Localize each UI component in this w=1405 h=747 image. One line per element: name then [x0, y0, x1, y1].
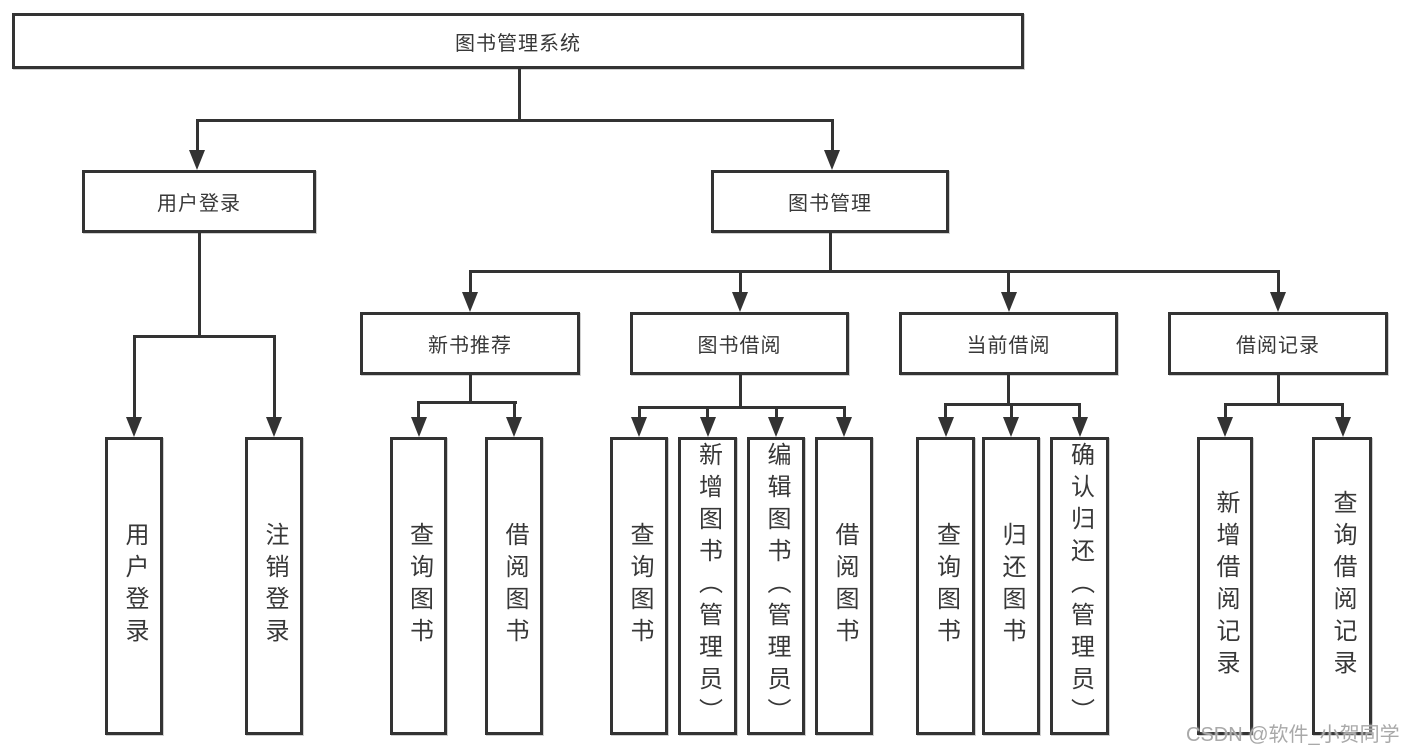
node-user-login: 用户登录 [82, 170, 316, 233]
leaf-label: 新增借阅记录 [1212, 490, 1239, 682]
arrow-down-icon [699, 417, 716, 437]
connector-line [1009, 403, 1013, 419]
leaf-return-book: 归还图书 [982, 437, 1040, 735]
arrow-down-icon [1071, 417, 1088, 437]
leaf-label: 用户登录 [121, 522, 148, 650]
node-book-borrow: 图书借阅 [630, 312, 849, 375]
connector-line [828, 233, 832, 272]
connector-line [468, 375, 472, 403]
connector-line [944, 403, 947, 419]
leaf-label: 确认归还（管理员） [1066, 442, 1094, 730]
connector-line [195, 119, 834, 122]
leaf-query-books-recommend: 查询图书 [390, 437, 447, 735]
node-label: 用户登录 [157, 193, 241, 215]
connector-line [637, 406, 641, 419]
connector-line [944, 403, 1081, 406]
node-current-borrow: 当前借阅 [899, 312, 1118, 375]
leaf-query-borrow-record: 查询借阅记录 [1312, 437, 1372, 735]
arrow-down-icon [836, 417, 852, 437]
node-borrow-records: 借阅记录 [1168, 312, 1388, 375]
connector-line [1341, 403, 1344, 419]
connector-line [706, 406, 709, 419]
node-new-book-recommend: 新书推荐 [360, 312, 580, 375]
node-label: 当前借阅 [966, 335, 1051, 357]
leaf-label: 查询图书 [626, 522, 653, 650]
arrow-down-icon [824, 150, 840, 170]
leaf-label: 借阅图书 [831, 522, 858, 650]
leaf-borrow-books: 借阅图书 [815, 437, 873, 735]
arrow-down-icon [732, 292, 748, 312]
connector-line [1007, 375, 1010, 405]
connector-line [842, 406, 846, 419]
leaf-add-borrow-record: 新增借阅记录 [1197, 437, 1253, 735]
leaf-label: 查询借阅记录 [1329, 490, 1356, 682]
connector-line [1276, 375, 1280, 405]
node-label: 图书借阅 [697, 335, 782, 357]
connector-line [1223, 403, 1227, 419]
node-label: 借阅记录 [1236, 335, 1320, 357]
connector-line [272, 335, 276, 419]
connector-line [1223, 403, 1344, 406]
connector-line [417, 401, 517, 404]
leaf-label: 查询图书 [932, 522, 960, 650]
connector-line [774, 406, 778, 419]
connector-line [738, 270, 742, 294]
leaf-query-books-current: 查询图书 [916, 437, 975, 735]
arrow-down-icon [410, 417, 427, 437]
arrow-down-icon [506, 417, 522, 437]
arrow-down-icon [1000, 292, 1017, 312]
connector-line [738, 375, 742, 408]
connector-line [197, 233, 201, 337]
arrow-down-icon [189, 150, 205, 170]
arrow-down-icon [266, 417, 282, 437]
connector-line [1007, 270, 1010, 294]
connector-line [468, 270, 472, 294]
leaf-confirm-return-admin: 确认归还（管理员） [1050, 437, 1109, 735]
connector-line [1078, 403, 1081, 419]
connector-line [132, 335, 276, 338]
connector-line [512, 401, 516, 419]
watermark: CSDN @软件_小贺同学 [1186, 724, 1400, 746]
arrow-down-icon [768, 417, 784, 437]
leaf-label: 查询图书 [405, 522, 433, 650]
connector-line [637, 406, 846, 409]
arrow-down-icon [1217, 417, 1233, 437]
connector-line [195, 119, 199, 152]
leaf-label: 归还图书 [998, 522, 1025, 650]
arrow-down-icon [462, 292, 478, 312]
arrow-down-icon [631, 417, 647, 437]
connector-line [830, 119, 834, 152]
arrow-down-icon [1334, 417, 1351, 437]
connector-line [468, 270, 1280, 273]
leaf-borrow-books-recommend: 借阅图书 [485, 437, 543, 735]
leaf-label: 编辑图书（管理员） [763, 442, 790, 730]
connector-line [1276, 270, 1280, 294]
connector-line [132, 335, 136, 419]
connector-line [517, 69, 521, 120]
arrow-down-icon [126, 417, 142, 437]
arrow-down-icon [1003, 417, 1019, 437]
arrow-down-icon [1270, 292, 1286, 312]
leaf-label: 新增图书（管理员） [694, 442, 722, 730]
leaf-edit-book-admin: 编辑图书（管理员） [747, 437, 805, 735]
leaf-query-books-borrow: 查询图书 [610, 437, 668, 735]
arrow-down-icon [937, 417, 954, 437]
node-root: 图书管理系统 [12, 13, 1024, 69]
connector-line [417, 401, 420, 419]
leaf-logout: 注销登录 [245, 437, 303, 735]
node-book-management: 图书管理 [711, 170, 949, 233]
node-label: 图书管理 [788, 193, 872, 215]
node-label: 新书推荐 [428, 335, 512, 357]
leaf-label: 借阅图书 [501, 522, 528, 650]
node-root-label: 图书管理系统 [455, 32, 581, 55]
leaf-label: 注销登录 [261, 522, 288, 650]
leaf-user-login: 用户登录 [105, 437, 163, 735]
leaf-add-book-admin: 新增图书（管理员） [678, 437, 737, 735]
